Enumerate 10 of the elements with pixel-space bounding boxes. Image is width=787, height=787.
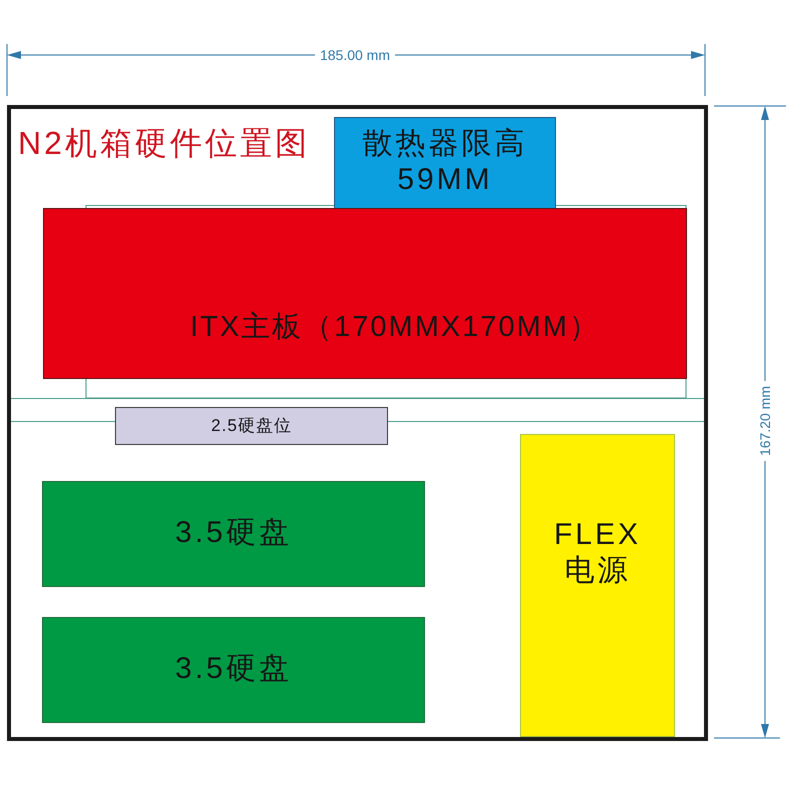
drive-box: 3.5硬盘	[42, 617, 425, 723]
dimension-label: 167.20 mm	[757, 380, 773, 462]
diagram-title: N2机箱硬件位置图	[18, 124, 310, 162]
chassis-frame	[7, 105, 708, 741]
dimension-label: 185.00 mm	[314, 47, 396, 63]
drive-box: 3.5硬盘	[42, 481, 425, 587]
heatsink-box: 散热器限高 59MM	[334, 117, 556, 210]
drive-bay-box: 2.5硬盘位	[115, 407, 388, 445]
motherboard-box: ITX主板（170MMX170MM）	[43, 208, 687, 379]
power-supply-box: FLEX 电源	[520, 434, 675, 737]
